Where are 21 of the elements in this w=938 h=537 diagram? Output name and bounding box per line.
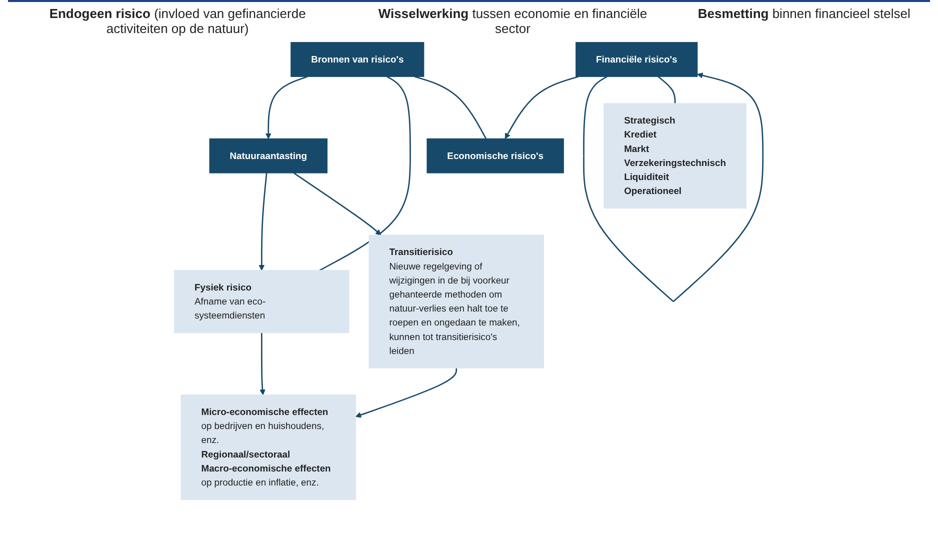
node-box: Fysiek risico Afname van eco-systeemdiensten xyxy=(174,270,350,334)
arrow xyxy=(266,76,308,139)
arrow xyxy=(583,72,764,302)
arrow xyxy=(260,332,266,396)
node-box: Financiële risico's xyxy=(576,42,698,77)
arrow xyxy=(356,368,458,418)
node-box: Natuuraantasting xyxy=(210,138,328,174)
node-box: Economische risico's xyxy=(427,138,564,174)
connector xyxy=(414,76,487,140)
node-box: Transitierisico Nieuwe regelgeving of wijzigingen in de bij voorkeur gehanteerde methoden om natuur-verlies een halt toe te roepen en ongedaan te maken, kunnen tot transitierisico's leiden xyxy=(369,234,544,368)
node-box: Strategisch Krediet Markt Verzekeringstechnisch Liquiditeit Operationeel xyxy=(604,103,747,209)
annotation-text: Besmetting binnen financieel stelsel xyxy=(698,6,910,23)
node-box: Bronnen van risico's xyxy=(290,42,425,77)
node-box: Micro-economische effecten op bedrijven en huishoudens, enz. Regionaal/sectoraal Macro-economische effecten op productie en inflatie, enz. xyxy=(181,394,356,500)
arrow xyxy=(505,76,579,139)
arrow xyxy=(259,172,268,271)
arrow xyxy=(294,172,382,236)
connector xyxy=(320,76,412,271)
annotation-text: Endogeen risico (invloed van gefinancierde activiteiten op de natuur) xyxy=(48,6,307,36)
annotation-text: Wisselwerking tussen economie en financiële sector xyxy=(377,6,648,36)
connector xyxy=(658,76,676,104)
